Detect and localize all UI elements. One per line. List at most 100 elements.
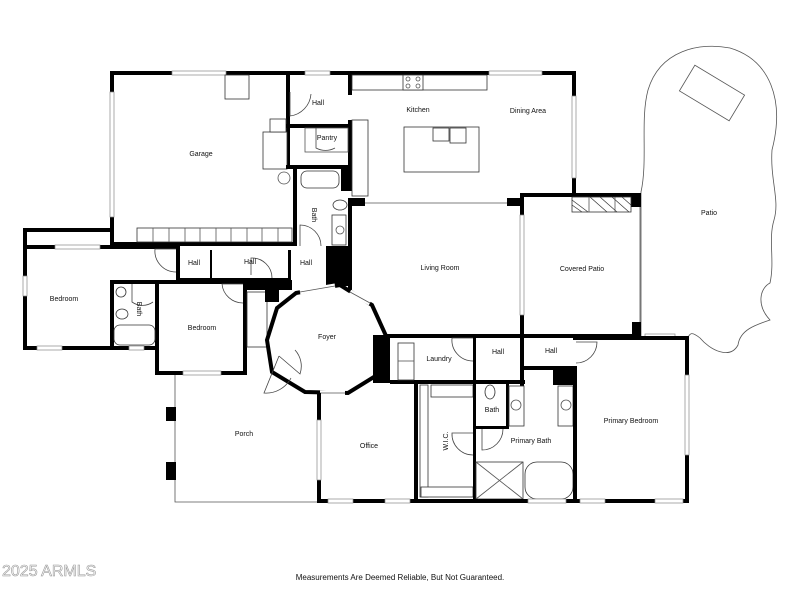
foyer-walls xyxy=(264,282,390,396)
shower xyxy=(475,461,524,500)
wall xyxy=(110,71,352,75)
room-label-bedroom-1: Bedroom xyxy=(50,296,79,303)
disclaimer-text: Measurements Are Deemed Reliable, But No… xyxy=(295,573,505,582)
window xyxy=(109,91,115,218)
room-label-patio: Patio xyxy=(701,210,717,217)
laundry-shelf xyxy=(397,342,415,381)
window xyxy=(327,498,354,504)
wall xyxy=(286,71,290,169)
sink xyxy=(510,399,522,411)
wall xyxy=(176,245,180,281)
wall xyxy=(23,228,113,232)
wall xyxy=(110,242,296,246)
room-label-office: Office xyxy=(360,443,378,450)
porch-column xyxy=(166,407,176,421)
wall xyxy=(373,335,390,383)
room-label-primary-bath: Primary Bath xyxy=(511,438,552,445)
wall xyxy=(348,198,365,206)
wall xyxy=(23,346,158,350)
room-label-hall-1: Hall xyxy=(188,260,201,267)
sink xyxy=(335,225,345,235)
door xyxy=(451,337,474,362)
window xyxy=(54,244,101,250)
room-label-hall-top: Hall xyxy=(312,100,325,107)
wall xyxy=(210,250,212,280)
room-label-kitchen: Kitchen xyxy=(406,107,429,114)
door xyxy=(575,341,598,364)
window xyxy=(384,498,411,504)
patio-table xyxy=(678,64,746,122)
room-label-pantry: Pantry xyxy=(317,135,338,142)
pantry-shelf xyxy=(304,127,349,153)
window xyxy=(22,275,28,297)
room-label-hall-4: Hall xyxy=(492,349,505,356)
closet-shelf xyxy=(430,384,474,398)
wall xyxy=(631,193,641,207)
sink xyxy=(560,399,572,411)
wall xyxy=(286,124,352,128)
kitchen-counter-side xyxy=(351,119,369,197)
window xyxy=(488,70,543,76)
garage-shelf xyxy=(269,118,287,133)
wall xyxy=(390,334,525,338)
room-label-foyer: Foyer xyxy=(318,334,337,341)
window xyxy=(304,70,331,76)
door xyxy=(250,257,273,279)
island-sink xyxy=(432,127,450,142)
room-label-wic: W.I.C. xyxy=(443,431,450,450)
wall xyxy=(243,280,247,375)
window xyxy=(527,498,567,504)
wall xyxy=(155,280,247,284)
closet xyxy=(246,291,268,348)
closet-shelf xyxy=(420,486,474,498)
window xyxy=(654,498,684,504)
patio-outline xyxy=(640,45,777,353)
bathtub xyxy=(300,170,340,189)
bathtub xyxy=(524,461,574,500)
room-label-laundry: Laundry xyxy=(426,356,452,363)
wall xyxy=(473,384,476,503)
room-label-primary-bedroom: Primary Bedroom xyxy=(604,418,659,425)
window xyxy=(182,370,222,376)
room-label-bath-1: Bath xyxy=(310,208,317,223)
wall xyxy=(520,338,524,386)
wall xyxy=(348,71,352,95)
wall xyxy=(348,71,576,75)
door xyxy=(131,284,154,306)
garage-fixture xyxy=(224,74,250,100)
fireplace-hatch xyxy=(571,196,632,213)
window xyxy=(316,419,322,481)
wall xyxy=(293,169,297,246)
room-label-bath-3: Bath xyxy=(485,407,500,414)
toilet xyxy=(484,384,496,400)
toilet xyxy=(115,308,129,320)
door xyxy=(289,92,312,117)
wall xyxy=(553,366,573,385)
room-label-hall-3: Hall xyxy=(300,260,313,267)
door xyxy=(315,128,336,151)
armls-watermark: 2025 ARMLS xyxy=(2,563,97,581)
porch-column xyxy=(166,462,176,480)
wall xyxy=(507,198,523,206)
wall xyxy=(155,280,159,375)
wall xyxy=(110,280,114,350)
wall xyxy=(524,366,574,370)
wall xyxy=(573,366,577,503)
toilet xyxy=(332,199,348,211)
window xyxy=(684,374,690,456)
wall xyxy=(326,246,352,286)
wall xyxy=(286,165,352,169)
wall xyxy=(506,384,509,429)
wall xyxy=(265,290,279,302)
wall xyxy=(414,380,418,503)
water-heater xyxy=(277,171,291,185)
window xyxy=(36,345,63,351)
room-label-hall-2: Hall xyxy=(244,259,257,266)
wall xyxy=(386,334,390,383)
room-label-living-room: Living Room xyxy=(421,265,460,272)
door xyxy=(299,224,322,247)
vanity xyxy=(331,214,347,246)
wall xyxy=(473,338,476,384)
room-label-covered-patio: Covered Patio xyxy=(560,266,604,273)
